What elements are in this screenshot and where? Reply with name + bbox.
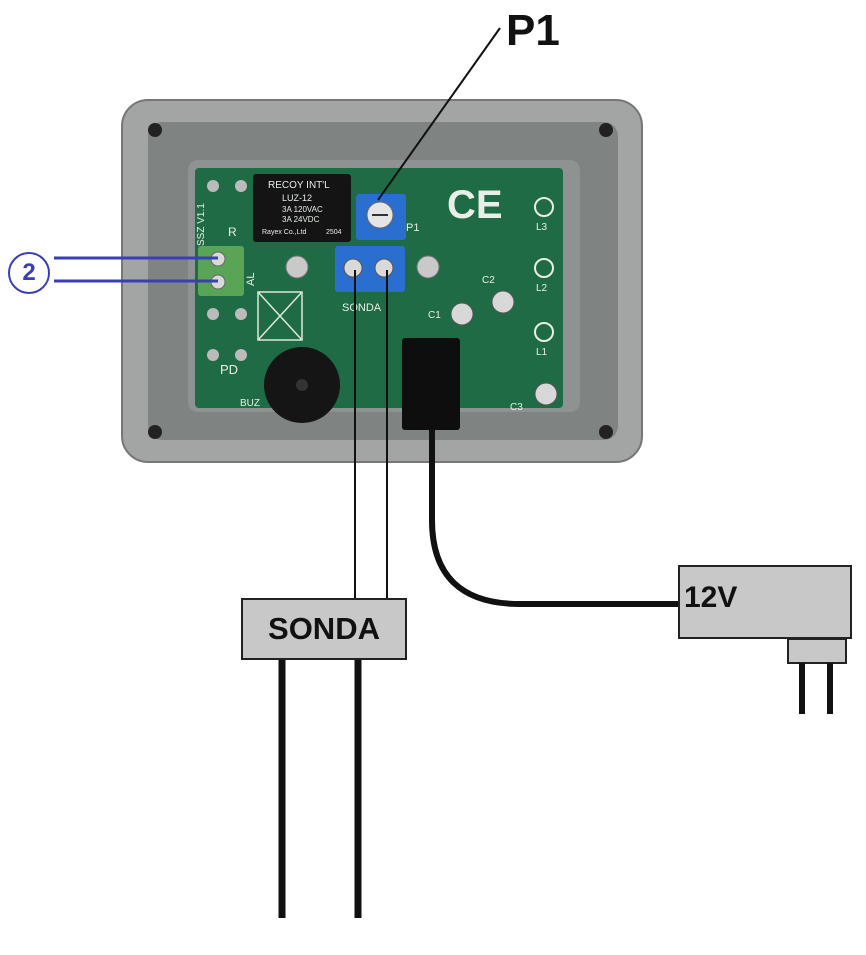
mount-nut [285, 255, 309, 279]
relay-code: 2504 [326, 229, 342, 236]
board-name: SSZ V1.1 [196, 203, 207, 246]
relay-output-callout: 2 [8, 252, 50, 294]
capacitor-c3 [534, 382, 558, 406]
pad [207, 308, 219, 320]
c2-label: C2 [482, 275, 495, 286]
l2-label: L2 [536, 283, 548, 294]
power-adapter-label: 12V [684, 581, 738, 614]
weee-symbol [257, 291, 303, 341]
relay-rating-dc: 3A 24VDC [282, 215, 320, 224]
terminal-r-label: R [228, 225, 237, 239]
relay [253, 174, 351, 242]
p1-silk-label: P1 [406, 222, 419, 234]
screw-hole [599, 123, 613, 137]
pad [235, 180, 247, 192]
capacitor-c2 [491, 290, 515, 314]
relay-model: LUZ-12 [282, 193, 312, 203]
p1-callout-label: P1 [506, 6, 560, 55]
pad [235, 349, 247, 361]
terminal-al-label: AL [245, 273, 257, 286]
power-cable [429, 430, 680, 607]
l1-label: L1 [536, 347, 548, 358]
sonda-silk-label: SONDA [342, 302, 382, 314]
l3-label: L3 [536, 222, 548, 233]
pcb-board: RECOY INT'L LUZ-12 3A 120VAC 3A 24VDC Ra… [195, 168, 563, 430]
power-adapter-box: 12V [678, 565, 852, 639]
inductor-l2 [534, 258, 554, 278]
probe-box: SONDA [241, 598, 407, 660]
pad [207, 349, 219, 361]
screw-hole [148, 425, 162, 439]
inductor-l1 [534, 322, 554, 342]
probe-box-label: SONDA [268, 611, 380, 646]
pad [207, 180, 219, 192]
ce-mark: CE [447, 183, 503, 227]
buz-label: BUZ [240, 398, 260, 409]
dc-power-jack [402, 338, 460, 430]
relay-brand: RECOY INT'L [268, 180, 330, 191]
relay-maker: Rayex Co.,Ltd [262, 229, 306, 236]
c1-label: C1 [428, 310, 441, 321]
pd-label: PD [220, 362, 238, 377]
adapter-plug [787, 638, 847, 664]
c3-label: C3 [510, 402, 523, 413]
mount-nut [416, 255, 440, 279]
relay-rating-ac: 3A 120VAC [282, 205, 323, 214]
screw-hole [148, 123, 162, 137]
inductor-l3 [534, 197, 554, 217]
pad [235, 308, 247, 320]
p1-leader-line [377, 27, 501, 201]
capacitor-c1 [450, 302, 474, 326]
screw-hole [599, 425, 613, 439]
